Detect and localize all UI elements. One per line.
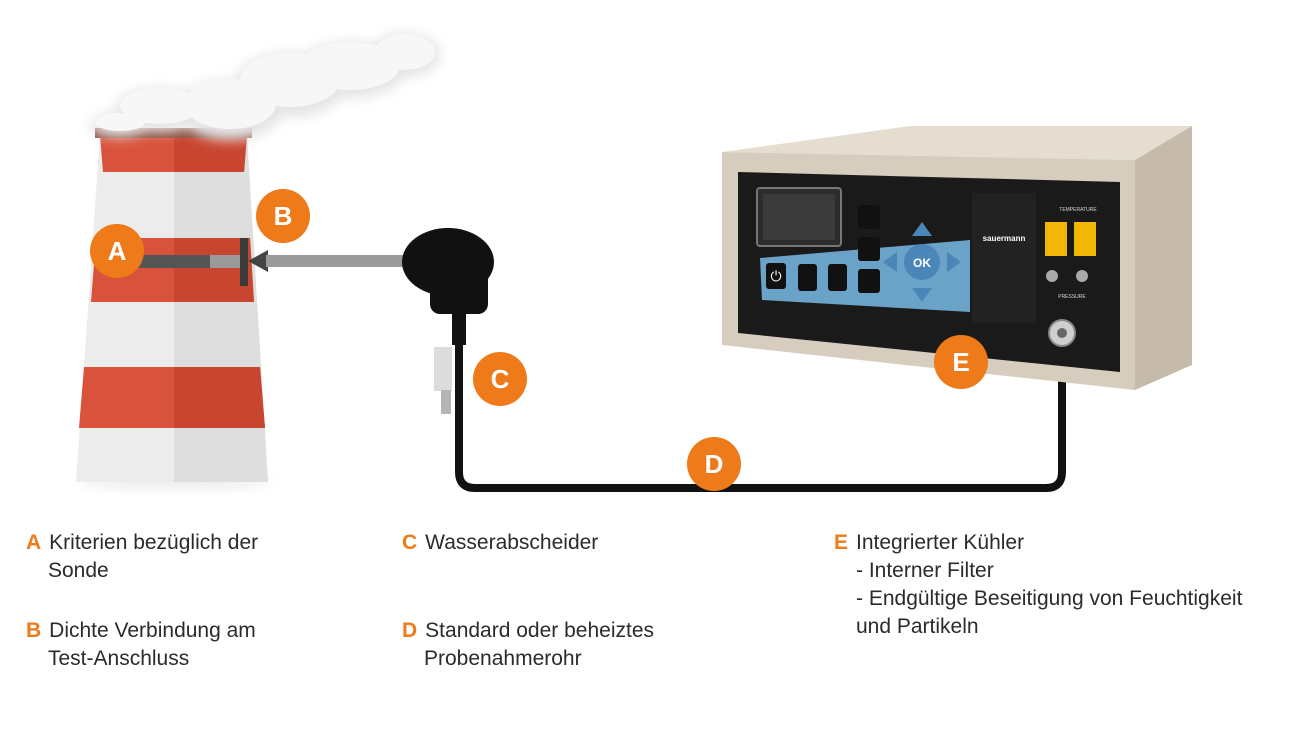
device-brand-logo: sauermann: [983, 234, 1026, 243]
legend-letter: E: [834, 531, 849, 554]
pressure-label: PRESSURE: [1058, 294, 1086, 300]
temperature-connector: [1045, 222, 1067, 256]
legend-text: Kriterien bezüglich der: [49, 531, 259, 554]
probe-handle: [402, 228, 494, 345]
legend-item-b: B Dichte Verbindung am Test-Anschluss: [26, 617, 256, 673]
legend-text: - Interner Filter: [856, 559, 994, 582]
legend-item-d: D Standard oder beheiztes Probenahmerohr: [402, 617, 654, 673]
legend-text: Test-Anschluss: [48, 647, 190, 670]
legend-text: und Partikeln: [856, 615, 979, 638]
badge-e: E: [934, 335, 988, 389]
legend-item-c: C Wasserabscheider: [402, 529, 598, 557]
svg-text:B: B: [274, 201, 293, 231]
pressure-connector: [1048, 319, 1076, 347]
legend-item-a: A Kriterien bezüglich der Sonde: [26, 529, 258, 585]
arrow-right-icon: [947, 252, 961, 272]
temperature-connector: [1074, 222, 1096, 256]
water-separator: [434, 347, 452, 414]
legend-text: Sonde: [48, 559, 109, 582]
analyzer-device: ⏻ OK sauermann TEMPERATURE PRESSURE: [722, 126, 1192, 390]
svg-text:A: A: [108, 236, 127, 266]
legend-text: Probenahmerohr: [424, 647, 582, 670]
badge-b: B: [256, 189, 310, 243]
svg-text:C: C: [491, 364, 510, 394]
svg-text:OK: OK: [913, 256, 931, 270]
legend-item-e: E Integrierter Kühler - Interner Filter -…: [834, 529, 1242, 641]
legend-text: Dichte Verbindung am: [49, 619, 256, 642]
legend-letter: C: [402, 531, 418, 554]
legend-text: Integrierter Kühler: [856, 531, 1025, 554]
svg-text:D: D: [705, 449, 724, 479]
legend-text: Standard oder beheiztes: [425, 619, 654, 642]
ok-button: OK: [904, 244, 940, 280]
arrow-up-icon: [912, 222, 932, 236]
svg-text:E: E: [952, 347, 969, 377]
legend-letter: A: [26, 531, 42, 554]
badge-c: C: [473, 352, 527, 406]
badge-d: D: [687, 437, 741, 491]
probe: [130, 238, 408, 286]
chimney: [76, 128, 270, 490]
svg-text:⏻: ⏻: [770, 268, 781, 284]
badge-a: A: [90, 224, 144, 278]
legend-letter: B: [26, 619, 42, 642]
legend-text: - Endgültige Beseitigung von Feuchtigkei…: [856, 587, 1243, 610]
sampling-line-cable: [455, 335, 1066, 492]
legend-text: Wasserabscheider: [425, 531, 599, 554]
legend-letter: D: [402, 619, 418, 642]
temperature-label: TEMPERATURE: [1059, 207, 1097, 213]
arrow-left-icon: [883, 252, 897, 272]
arrow-down-icon: [912, 288, 932, 302]
